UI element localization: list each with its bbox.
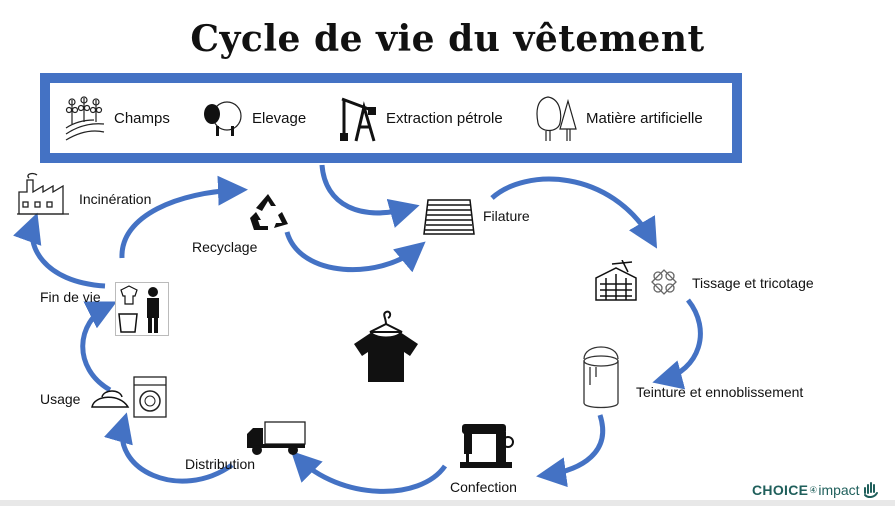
stage-incineration: Incinération <box>79 191 152 207</box>
source-label: Elevage <box>252 109 307 127</box>
hand-logo-icon <box>863 482 878 499</box>
source-label: Champs <box>114 109 170 127</box>
factory-icon <box>17 172 69 215</box>
source-champs: Champs <box>64 83 170 153</box>
arrow-teinture-to-confection <box>536 414 606 488</box>
arrow-tissage-to-teinture <box>652 298 703 390</box>
stage-usage: Usage <box>40 391 81 407</box>
source-extraction-petrole: Extraction pétrole <box>338 83 503 153</box>
source-label: Matière artificielle <box>586 109 703 127</box>
field-icon <box>65 96 105 141</box>
logo-suffix: impact <box>818 482 860 498</box>
logo-brand: CHOICE <box>752 482 809 498</box>
t-shirt-hanger-icon <box>354 310 418 382</box>
stage-distribution: Distribution <box>185 456 256 472</box>
stage-teinture-ennoblissement: Teinture et ennoblissement <box>636 384 804 400</box>
recycle-icon <box>250 194 288 230</box>
stage-recyclage: Recyclage <box>192 239 258 255</box>
yarn-spool-icon <box>423 199 475 235</box>
delivery-truck-icon <box>247 421 306 455</box>
sheep-icon <box>204 101 242 136</box>
oil-pump-icon <box>340 97 376 142</box>
end-of-life-icon <box>115 282 169 336</box>
stage-tissage-tricotage: Tissage et tricotage <box>692 275 814 291</box>
arrow-fin-de-vie-to-incineration <box>13 212 106 289</box>
stage-filature: Filature <box>483 208 530 224</box>
arrow-confection-to-distribution <box>290 450 448 494</box>
trees-icon <box>536 96 577 141</box>
arrow-recyclage-to-filature <box>284 231 426 273</box>
arrow-usage-to-fin-de-vie <box>80 301 117 393</box>
source-elevage: Elevage <box>200 83 306 153</box>
iron-washing-machine-icon <box>91 376 167 418</box>
stage-fin-de-vie: Fin de vie <box>40 289 101 305</box>
bottom-bar <box>0 500 895 506</box>
arrow-distribution-to-usage <box>104 412 234 484</box>
raw-materials-box: Champs Elevage Extraction pétrole Matièr… <box>40 73 742 163</box>
stage-confection: Confection <box>450 479 517 495</box>
page-title: Cycle de vie du vêtement <box>190 18 705 60</box>
sewing-machine-icon <box>460 424 514 468</box>
arrow-filature-to-tissage <box>490 176 658 249</box>
knitting-weaving-icon <box>595 260 677 301</box>
arrow-fin-de-vie-to-recyclage <box>119 175 248 259</box>
source-label: Extraction pétrole <box>386 109 503 127</box>
source-matiere-artificielle: Matière artificielle <box>534 83 703 153</box>
arrow-sources-to-filature <box>319 164 420 228</box>
paint-bucket-icon <box>583 346 619 409</box>
